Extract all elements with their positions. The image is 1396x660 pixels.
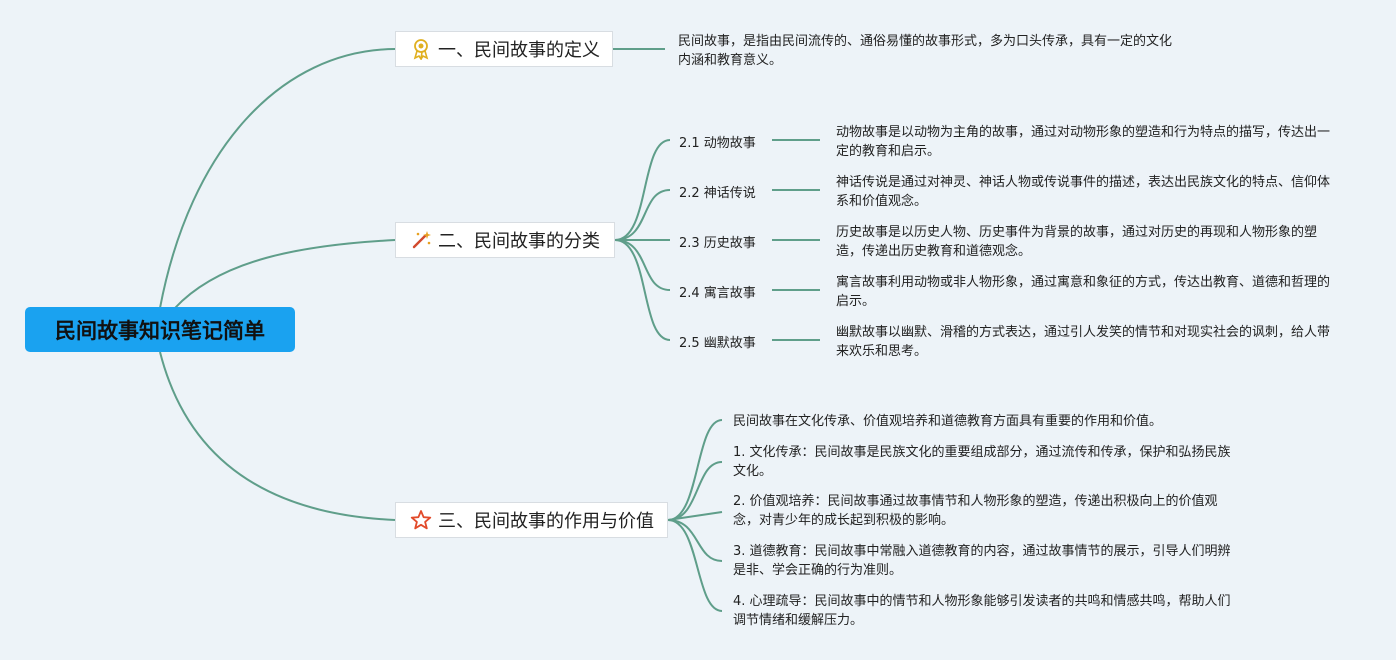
link-sub-2-5 (614, 239, 671, 341)
animal-story-description: 动物故事是以动物为主角的故事，通过对动物形象的塑造和行为特点的描写，传达出一定的… (836, 125, 1331, 159)
link-sub-2-2 (614, 189, 671, 241)
link-value-0 (667, 419, 723, 521)
branch-definition[interactable]: 一、民间故事的定义 (395, 31, 613, 67)
value-cultural-heritage: 1. 文化传承：民间故事是民族文化的重要组成部分，通过流传和传承，保护和弘扬民族… (733, 445, 1231, 479)
branch-title: 二、民间故事的分类 (438, 231, 600, 252)
link-sub-2-4 (614, 239, 671, 291)
humor-story-description: 幽默故事以幽默、滑稽的方式表达，通过引人发笑的情节和对现实社会的讽刺，给人带来欢… (836, 325, 1331, 359)
link-root-branch-3 (159, 351, 396, 521)
magic-wand-icon (410, 229, 432, 251)
root-node[interactable]: 民间故事知识笔记简单 (25, 307, 295, 352)
value-values-cultivation: 2. 价值观培养：民间故事通过故事情节和人物形象的塑造，传递出积极向上的价值观念… (733, 494, 1218, 528)
branch-title: 三、民间故事的作用与价值 (438, 511, 654, 532)
fable-story-description: 寓言故事利用动物或非人物形象，通过寓意和象征的方式，传达出教育、道德和哲理的启示… (836, 275, 1331, 309)
history-story-description: 历史故事是以历史人物、历史事件为背景的故事，通过对历史的再现和人物形象的塑造，传… (836, 225, 1318, 259)
sub-humor-story[interactable]: 2.5 幽默故事 (679, 336, 756, 351)
value-moral-education: 3. 道德教育：民间故事中常融入道德教育的内容，通过故事情节的展示，引导人们明辨… (733, 544, 1231, 578)
sub-history-story[interactable]: 2.3 历史故事 (679, 236, 756, 251)
link-value-2 (667, 511, 723, 521)
link-root-branch-2 (174, 239, 396, 309)
branch-role-value[interactable]: 三、民间故事的作用与价值 (395, 502, 668, 538)
link-root-branch-1 (159, 48, 396, 309)
myth-legend-description: 神话传说是通过对神灵、神话人物或传说事件的描述，表达出民族文化的特点、信仰体系和… (836, 175, 1331, 209)
branch-classification[interactable]: 二、民间故事的分类 (395, 222, 615, 258)
ribbon-award-icon (410, 38, 432, 62)
value-intro: 民间故事在文化传承、价值观培养和道德教育方面具有重要的作用和价值。 (733, 414, 1163, 429)
root-title: 民间故事知识笔记简单 (55, 318, 265, 343)
branch-title: 一、民间故事的定义 (438, 40, 600, 61)
link-sub-2-1 (614, 139, 671, 241)
sub-myth-legend[interactable]: 2.2 神话传说 (679, 186, 756, 201)
star-outline-icon (410, 509, 432, 531)
definition-description: 民间故事，是指由民间流传的、通俗易懂的故事形式，多为口头传承，具有一定的文化内涵… (678, 34, 1173, 68)
sub-fable-story[interactable]: 2.4 寓言故事 (679, 286, 756, 301)
link-value-3 (667, 519, 723, 562)
value-psychological-relief: 4. 心理疏导：民间故事中的情节和人物形象能够引发读者的共鸣和情感共鸣，帮助人们… (733, 594, 1231, 628)
sub-animal-story[interactable]: 2.1 动物故事 (679, 136, 756, 151)
link-value-4 (667, 519, 723, 612)
link-value-1 (667, 461, 723, 521)
